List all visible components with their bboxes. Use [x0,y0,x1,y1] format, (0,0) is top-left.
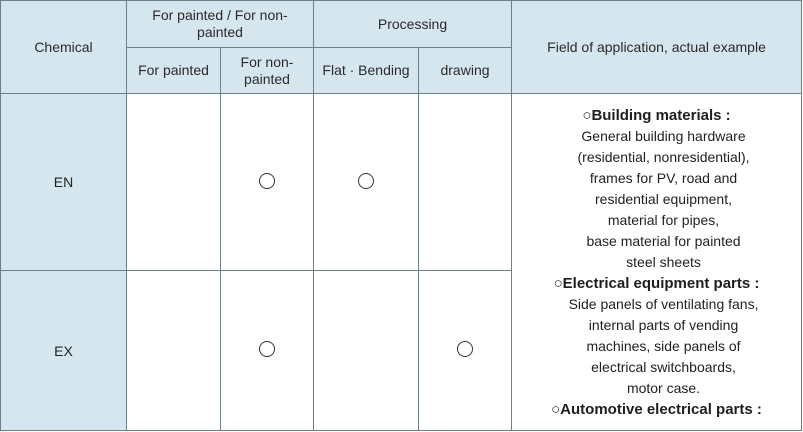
application-group-electrical: ○Electrical equipment parts : Side panel… [512,273,801,399]
field-of-application-cell: ○Building materials : General building h… [511,93,803,431]
row-chemical-ex: EX [0,270,127,431]
cell-en-flat-bending [313,93,419,271]
application-line: internal parts of vending [588,316,739,333]
header-painted-group-text: For painted / For non-painted [152,7,288,40]
header-chemical: Chemical [0,0,127,94]
application-line: electrical switchboards, [591,358,736,375]
application-group-building: ○Building materials : General building h… [512,105,801,273]
application-line: (residential, nonresidential), [577,148,750,165]
cell-ex-for-non-painted [220,270,314,431]
cell-ex-drawing [417,270,513,431]
application-line: base material for painted [586,232,741,249]
table-row: EX [0,270,802,431]
row-chemical-en: EN [0,93,127,271]
header-flat-bending: Flat · Bending [313,47,419,94]
application-line: frames for PV, road and [589,169,738,186]
circle-mark-icon [358,172,374,189]
cell-en-for-painted [126,93,221,271]
header-for-non-painted-text: For non-painted [240,53,294,87]
application-line: material for pipes, [607,211,720,228]
application-line: General building hardware [581,127,746,144]
header-field-of-application: Field of application, actual example [511,0,803,94]
cell-ex-for-painted [126,270,221,431]
table-row: EN ○Building materials : General buildin… [0,93,803,431]
header-for-non-painted: For non-painted [220,47,314,94]
cell-ex-flat-bending [313,270,419,431]
header-processing-group: Processing [312,0,513,48]
header-painted-group: For painted / For non-painted [126,0,314,48]
application-line: motor case. [626,379,701,396]
application-title: ○Electrical equipment parts : [553,274,760,292]
application-title: ○Building materials : [582,106,731,124]
application-line: Side panels of ventilating fans, [568,295,759,312]
circle-mark-icon [457,341,473,357]
cell-en-drawing [417,93,513,271]
application-line: steel sheets [626,253,701,270]
circle-mark-icon [259,172,275,189]
application-line: machines, side panels of [586,337,741,354]
application-title: ○Automotive electrical parts : [551,400,762,418]
header-drawing: drawing [417,47,513,94]
circle-mark-icon [259,341,275,357]
application-line: residential equipment, [595,190,732,207]
application-group-automotive: ○Automotive electrical parts : [512,399,801,420]
cell-en-for-non-painted [220,93,314,271]
header-for-painted: For painted [126,47,221,94]
